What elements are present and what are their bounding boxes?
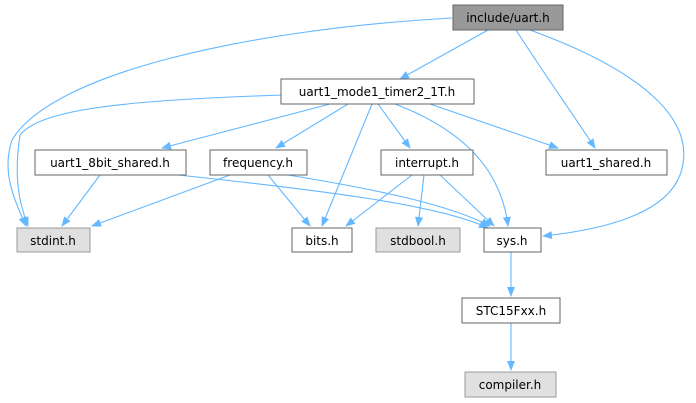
edge-frequency-to-bits <box>267 174 311 227</box>
edge-uart-to-sys <box>529 29 685 240</box>
node-compiler-h[interactable]: compiler.h <box>464 371 557 398</box>
edge-uart-to-uart1-mode1 <box>399 29 489 80</box>
node-frequency-h[interactable]: frequency.h <box>209 149 308 176</box>
edge-mode1-to-sys <box>394 103 511 227</box>
node-label: STC15Fxx.h <box>476 304 546 318</box>
node-sys-h[interactable]: sys.h <box>483 227 542 253</box>
node-stdint-h[interactable]: stdint.h <box>16 227 91 253</box>
edge-uart1-8bit-to-sys <box>177 174 489 229</box>
node-label: stdint.h <box>30 234 76 248</box>
node-label: include/uart.h <box>466 11 550 25</box>
node-label: uart1_mode1_timer2_1T.h <box>299 85 456 99</box>
node-label: uart1_shared.h <box>561 156 652 170</box>
node-label: uart1_8bit_shared.h <box>50 156 170 170</box>
edges <box>7 17 685 371</box>
edge-frequency-to-sys <box>287 174 491 227</box>
edge-mode1-to-uart1-8bit <box>161 103 331 150</box>
node-uart1-mode1-timer2-1t-h[interactable]: uart1_mode1_timer2_1T.h <box>280 78 475 105</box>
node-label: frequency.h <box>223 156 293 170</box>
node-uart1-8bit-shared-h[interactable]: uart1_8bit_shared.h <box>34 149 187 176</box>
node-label: compiler.h <box>479 378 542 392</box>
edge-interrupt-to-stdbool <box>415 174 425 227</box>
node-stc15fxx-h[interactable]: STC15Fxx.h <box>461 297 561 324</box>
edge-mode1-to-stdint <box>16 94 286 227</box>
node-label: interrupt.h <box>395 156 459 170</box>
node-label: bits.h <box>305 234 338 248</box>
edge-interrupt-to-sys <box>439 174 495 227</box>
edge-mode1-to-interrupt <box>377 103 411 149</box>
node-uart-h[interactable]: include/uart.h <box>452 4 564 31</box>
node-stdbool-h[interactable]: stdbool.h <box>375 227 461 253</box>
node-uart1-shared-h[interactable]: uart1_shared.h <box>545 149 668 176</box>
node-bits-h[interactable]: bits.h <box>291 227 353 253</box>
node-label: sys.h <box>496 234 527 248</box>
edge-uart-to-uart1-shared <box>515 29 596 149</box>
edge-frequency-to-stdint <box>91 174 231 227</box>
node-label: stdbool.h <box>390 234 446 248</box>
node-interrupt-h[interactable]: interrupt.h <box>380 149 474 176</box>
edge-mode1-to-bits <box>321 103 373 227</box>
edge-interrupt-to-bits <box>345 174 413 227</box>
edge-uart-to-stdint <box>7 17 453 227</box>
edge-mode1-to-frequency <box>275 103 349 149</box>
edge-uart1-8bit-to-stdint <box>61 174 101 227</box>
edge-mode1-to-uart1-shared <box>429 103 559 149</box>
